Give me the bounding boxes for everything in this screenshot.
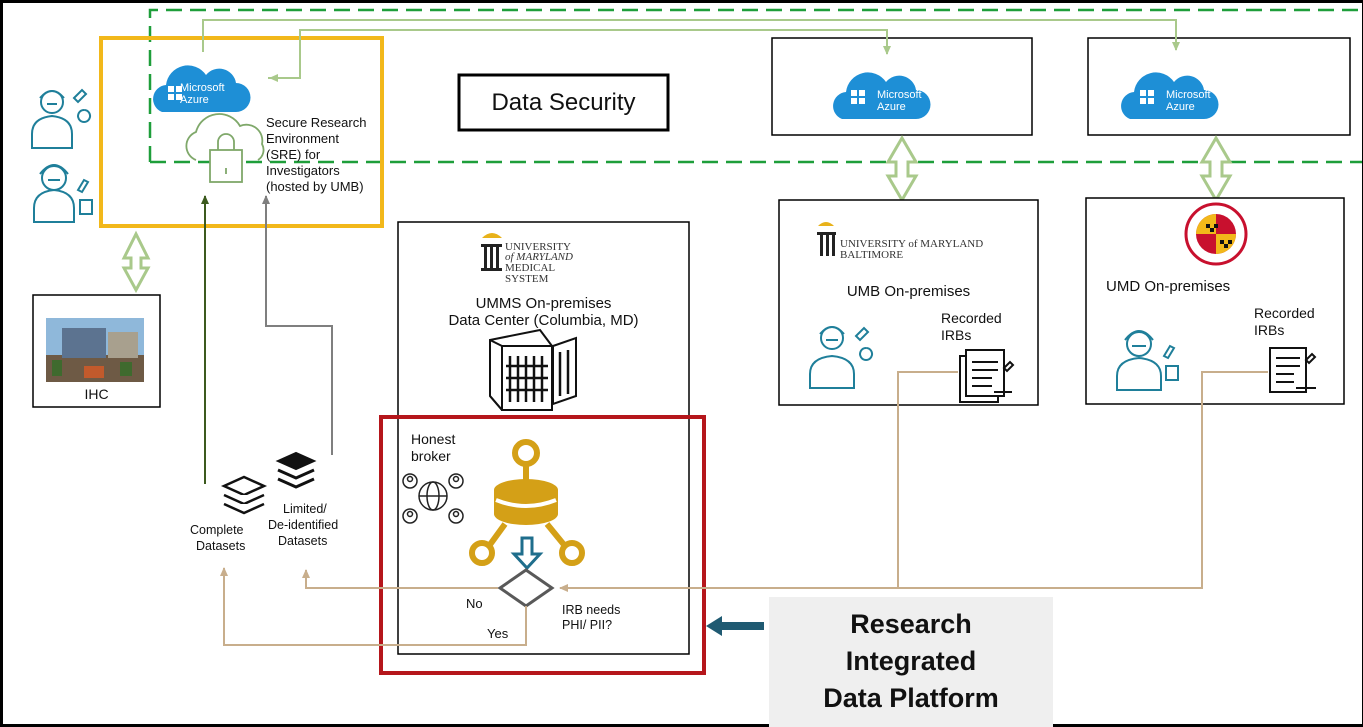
umb-logo-icon (817, 222, 836, 256)
ridp-title-3: Data Platform (823, 683, 999, 713)
limited-datasets-arrow (262, 195, 333, 455)
irb-document-icon (959, 349, 1015, 403)
irb-flow-lines (220, 371, 1268, 646)
irb-document-icon (1269, 347, 1317, 393)
umb-irb-label-1: Recorded (941, 310, 1002, 326)
limited-datasets-label-2: De-identified (268, 518, 339, 532)
umd-azure-double-arrow (1199, 135, 1233, 203)
azure-umd-box (1087, 37, 1351, 136)
umd-irb-label-1: Recorded (1254, 305, 1315, 321)
scientist-icon (809, 326, 874, 389)
umms-logo-text-1: UNIVERSITY (505, 241, 571, 253)
limited-datasets-label-3: Datasets (278, 534, 328, 548)
ihc-label: IHC (84, 386, 109, 402)
umms-logo-text-3: MEDICAL (505, 262, 556, 274)
azure-umb-label-2: Azure (877, 101, 906, 113)
decision-no-label: No (466, 596, 483, 611)
azure-sre-label-2: Azure (180, 94, 209, 106)
honest-broker-label-2: broker (411, 448, 451, 464)
azure-cloud-icon (833, 72, 931, 119)
sre-text-5: (hosted by UMB) (266, 179, 364, 194)
database-network-icon (469, 439, 585, 566)
sre-text-4: Investigators (266, 163, 340, 178)
data-security-label: Data Security (491, 89, 636, 116)
umb-azure-double-arrow (885, 135, 919, 203)
umms-title-1: UMMS On-premises (475, 295, 612, 312)
azure-umd-label-1: Microsoft (1166, 89, 1211, 101)
ridp-title-2: Integrated (845, 646, 977, 676)
umb-title: UMB On-premises (846, 283, 971, 300)
sre-text-3: (SRE) for (266, 147, 321, 162)
umms-logo-text-4: SYSTEM (505, 273, 549, 285)
dataset-stack-icon (275, 451, 317, 489)
sre-box (99, 36, 384, 228)
umd-seal-icon (1184, 202, 1248, 266)
scientist-icon (31, 88, 92, 149)
teal-down-arrow (510, 536, 544, 571)
data-center-icon (489, 328, 577, 412)
umb-irb-label-2: IRBs (941, 327, 972, 343)
azure-umd-label-2: Azure (1166, 101, 1195, 113)
umd-title: UMD On-premises (1106, 278, 1231, 295)
azure-cloud-icon (153, 65, 251, 112)
umms-logo-text-2: of MARYLAND (505, 251, 573, 263)
scientist-icon (33, 164, 93, 223)
sre-text-2: Environment (266, 131, 339, 146)
decision-question-2: PHI/ PII? (562, 618, 613, 632)
honest-broker-box (379, 415, 706, 675)
secure-cloud-lock-icon (185, 113, 265, 183)
sre-ihc-double-arrow (121, 230, 151, 294)
umb-logo-text-1: UNIVERSITY of MARYLAND (840, 238, 984, 250)
decision-question-1: IRB needs (562, 603, 621, 617)
azure-umb-label-1: Microsoft (877, 89, 922, 101)
ridp-title-1: Research (850, 609, 972, 639)
decision-yes-label: Yes (487, 626, 509, 641)
scientist-icon (1116, 330, 1179, 391)
people-globe-icon (402, 473, 464, 524)
complete-datasets-label-2: Datasets (196, 539, 246, 553)
ridp-arrow (706, 616, 764, 636)
ihc-building-image (46, 318, 144, 382)
limited-datasets-label-1: Limited/ (283, 502, 327, 516)
dataset-stack-icon (220, 475, 268, 515)
azure-sre-label-1: Microsoft (180, 82, 225, 94)
data-security-box (457, 73, 670, 132)
umb-logo-text-2: BALTIMORE (840, 249, 904, 261)
azure-cloud-icon (1121, 72, 1219, 119)
umms-title-2: Data Center (Columbia, MD) (448, 312, 639, 329)
honest-broker-label-1: Honest (411, 431, 456, 447)
umd-irb-label-2: IRBs (1254, 322, 1285, 338)
ridp-panel (769, 597, 1053, 727)
umms-logo-icon (481, 233, 502, 271)
complete-datasets-label-1: Complete (190, 523, 244, 537)
sre-text-1: Secure Research (266, 115, 367, 130)
data-security-zone (148, 8, 1362, 164)
